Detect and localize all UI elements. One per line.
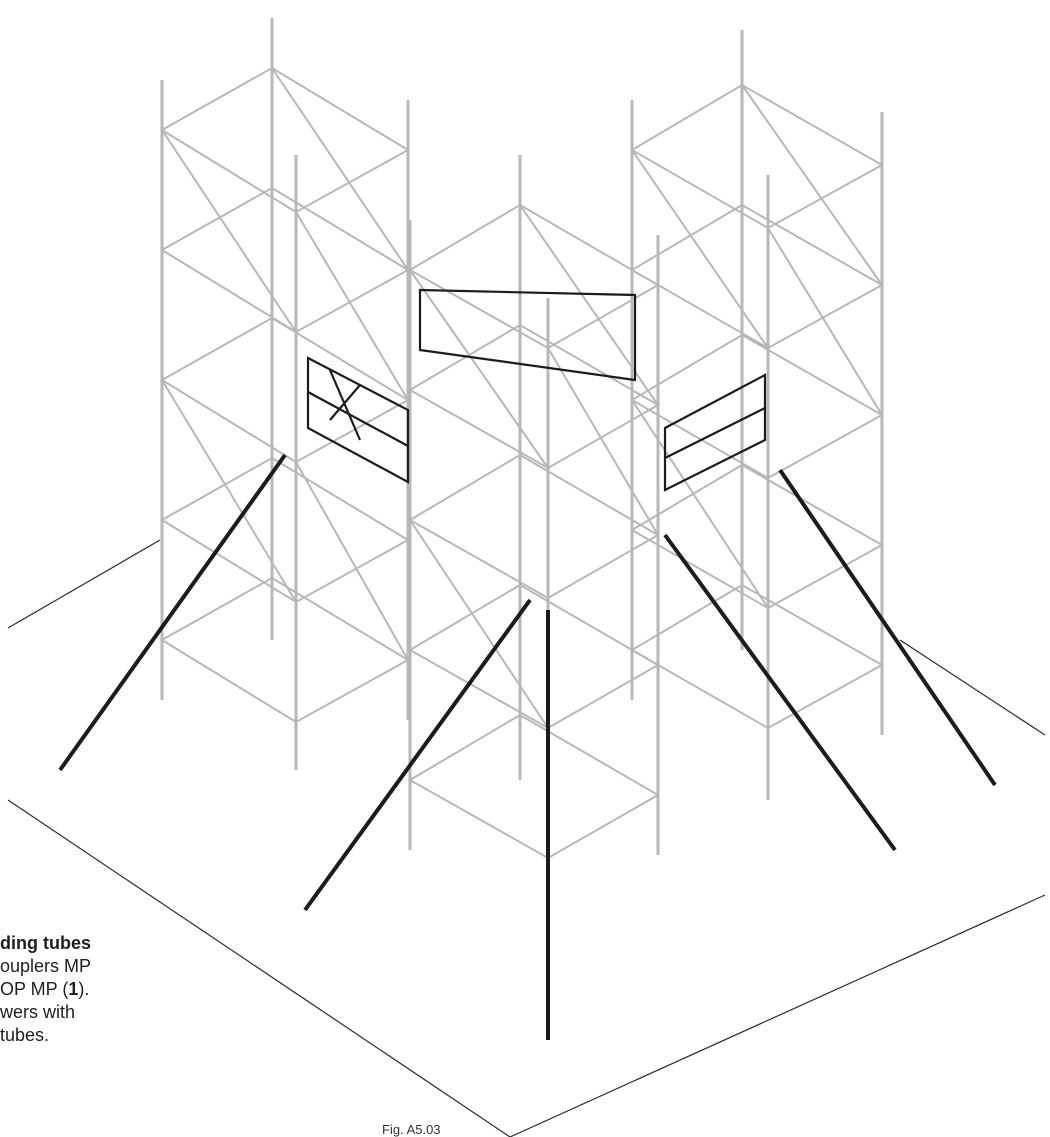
props xyxy=(58,453,997,1040)
caption: ding tubes ouplers MP OP MP (1). wers wi… xyxy=(0,932,300,1047)
tower-left xyxy=(160,18,410,770)
caption-line-3-number: 1 xyxy=(68,979,79,999)
tower-right xyxy=(630,30,885,800)
caption-line-3-post: ). xyxy=(78,979,90,999)
tower-middle xyxy=(408,155,661,920)
ground-plane xyxy=(7,539,1046,1137)
caption-line-3-pre: OP MP ( xyxy=(0,979,69,999)
caption-line-4: wers with xyxy=(0,1002,76,1022)
caption-line-3: OP MP (1). xyxy=(0,978,300,1001)
figure-label: Fig. A5.03 xyxy=(382,1122,441,1137)
connecting-frames xyxy=(306,288,767,492)
caption-line-2: ouplers MP xyxy=(0,956,92,976)
caption-line-5: tubes. xyxy=(0,1025,50,1045)
caption-heading: ding tubes xyxy=(0,933,91,953)
